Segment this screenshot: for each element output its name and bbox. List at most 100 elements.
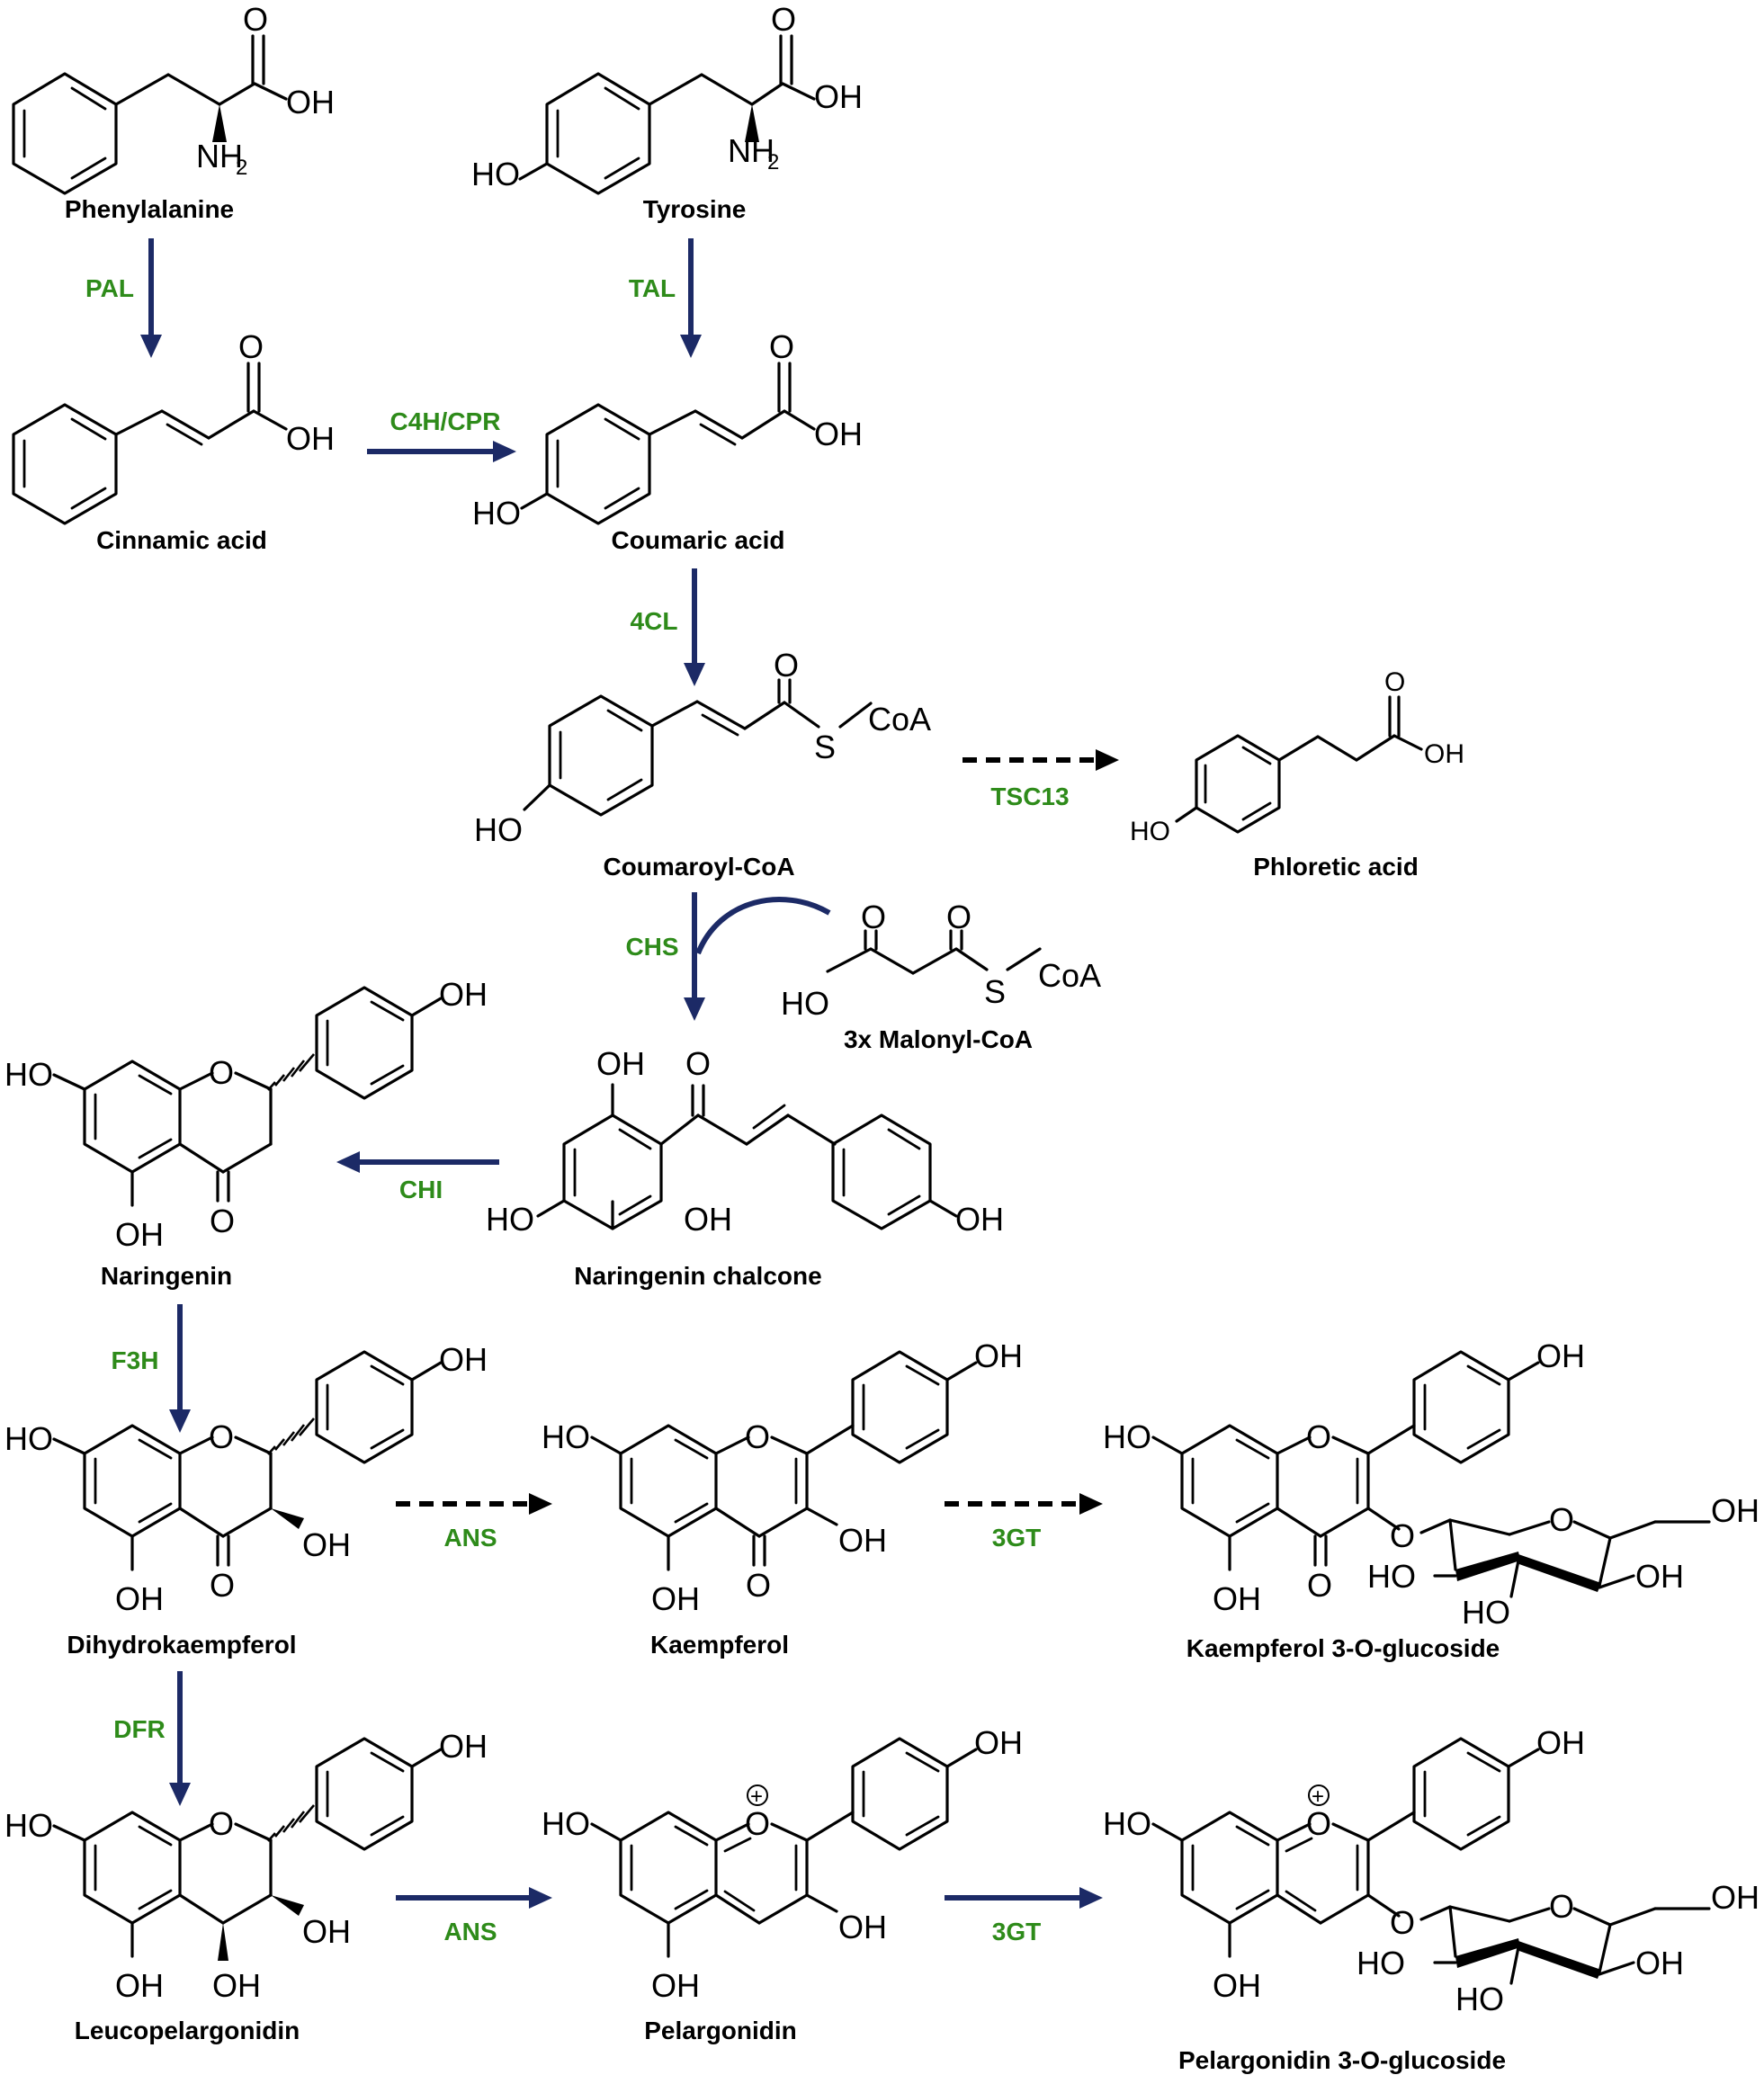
hydroxyl-label: HO (472, 495, 521, 532)
hydroxyl-label: OH (1536, 1724, 1585, 1761)
arrow-ans-dashed (396, 1493, 552, 1515)
enzyme-label-ans: ANS (443, 1918, 497, 1945)
hydroxyl-label: OH (115, 1967, 164, 2004)
hydroxyl-label: OH (1635, 1945, 1684, 1981)
hydroxyl-label: OH (596, 1045, 645, 1082)
hydroxyl-label: OH (955, 1201, 1004, 1238)
positive-charge-icon: + (750, 1784, 763, 1809)
hydroxyl-label: OH (651, 1967, 700, 2004)
ring-oxygen-label: O (745, 1418, 770, 1455)
hydroxyl-label: OH (115, 1216, 164, 1253)
arrow-tal (680, 238, 702, 358)
sulfur-label: S (814, 729, 836, 765)
hydroxyl-label: OH (212, 1967, 261, 2004)
oxygen-label: O (1307, 1567, 1332, 1604)
arrow-3gt (945, 1887, 1103, 1909)
compound-name-naringenin: Naringenin (101, 1262, 232, 1290)
hydroxyl-label: OH (1711, 1879, 1760, 1916)
hydroxyl-label: OH (1711, 1492, 1760, 1529)
hydroxyl-label: OH (974, 1337, 1023, 1374)
enzyme-label-4cl: 4CL (631, 607, 678, 635)
compound-name-leucopelargonidin: Leucopelargonidin (75, 2017, 300, 2044)
hydroxyl-label: OH (838, 1522, 887, 1559)
hydroxyl-label: HO (1462, 1594, 1510, 1631)
arrow-ans (396, 1887, 552, 1909)
enzyme-label-3gt: 3GT (992, 1524, 1041, 1552)
compound-name-cinnamic-acid: Cinnamic acid (96, 526, 267, 554)
hydroxyl-label: OH (439, 1341, 488, 1378)
ring-oxygen-label: O (1549, 1501, 1574, 1538)
cinnamic-acid-structure: O OH (12, 328, 335, 525)
phloretic-acid-structure: O OH HO (1130, 667, 1464, 846)
hydroxyl-label: OH (684, 1201, 732, 1238)
arrow-tsc13 (963, 749, 1119, 771)
oxygen-label: O (771, 1, 796, 38)
hydroxyl-label: HO (1103, 1418, 1151, 1455)
enzyme-label-c4h-cpr: C4H/CPR (390, 407, 501, 435)
compound-name-coumaroyl-coa: Coumaroyl-CoA (603, 853, 794, 881)
oxygen-label: O (769, 328, 794, 365)
coumaric-acid-structure: O OH HO (472, 328, 863, 532)
arrow-chs (684, 892, 831, 1021)
compound-name-naringenin-chalcone: Naringenin chalcone (574, 1262, 821, 1290)
compound-name-phenylalanine: Phenylalanine (65, 195, 234, 223)
hydroxyl-label: OH (838, 1909, 887, 1945)
phenylalanine-structure: O OH NH 2 (12, 1, 335, 195)
amine-label: NH (728, 132, 775, 169)
dihydrokaempferol-structure: O O HO OH OH OH (4, 1341, 488, 1617)
oxygen-label: O (685, 1045, 711, 1082)
ring-oxygen-label: O (209, 1805, 234, 1842)
hydroxyl-label: OH (814, 78, 863, 115)
arrow-dfr (169, 1671, 191, 1806)
hydroxyl-label: OH (439, 1728, 488, 1765)
oxygen-label: O (243, 1, 268, 38)
compound-name-malonyl-coa: 3x Malonyl-CoA (844, 1025, 1033, 1053)
compound-name-coumaric-acid: Coumaric acid (612, 526, 785, 554)
kaempferol-glucoside-structure: O O HO OH O O OH OH HO OH HO (1103, 1337, 1760, 1631)
hydroxyl-label: OH (1424, 739, 1464, 769)
hydroxyl-label: HO (542, 1805, 590, 1842)
enzyme-label-tsc13: TSC13 (990, 783, 1069, 810)
oxygen-label: O (210, 1567, 235, 1604)
arrow-chi (336, 1151, 499, 1173)
enzyme-label-chi: CHI (399, 1176, 443, 1203)
oxonium-label: O (745, 1805, 770, 1842)
enzyme-label-f3h: F3H (112, 1346, 159, 1374)
hydroxyl-label: HO (1367, 1558, 1416, 1595)
amine-label: NH (196, 138, 243, 174)
hydroxyl-label: HO (542, 1418, 590, 1455)
arrow-3gt-dashed (945, 1493, 1103, 1515)
positive-charge-icon: + (1312, 1784, 1324, 1809)
hydroxyl-label: OH (302, 1526, 351, 1563)
hydroxyl-label: OH (302, 1913, 351, 1950)
tyrosine-structure: O OH NH 2 HO (471, 1, 863, 195)
ring-oxygen-label: O (209, 1054, 234, 1091)
ring-oxygen-label: O (1306, 1418, 1331, 1455)
hydroxyl-label: OH (814, 416, 863, 452)
oxygen-label: O (774, 647, 799, 684)
arrow-pal (140, 238, 162, 358)
hydroxyl-label: HO (1455, 1981, 1504, 2017)
coa-label: CoA (868, 701, 931, 738)
hydroxyl-label: HO (471, 156, 520, 192)
hydroxyl-label: HO (1103, 1805, 1151, 1842)
amine-subscript: 2 (236, 156, 247, 180)
coa-label: CoA (1038, 957, 1101, 994)
sulfur-label: S (984, 973, 1006, 1010)
arrow-c4h (367, 441, 516, 462)
oxygen-label: O (238, 328, 264, 365)
arrow-f3h (169, 1304, 191, 1433)
amine-subscript: 2 (767, 150, 779, 174)
ring-oxygen-label: O (209, 1418, 234, 1455)
oxygen-label: O (746, 1567, 771, 1604)
naringenin-chalcone-structure: OH O HO OH OH (486, 1045, 1004, 1238)
hydroxyl-label: OH (1536, 1337, 1585, 1374)
leucopelargonidin-structure: O HO OH OH OH OH (4, 1728, 488, 2004)
glycosidic-oxygen-label: O (1390, 1517, 1415, 1554)
malonyl-coa-structure: O O HO S CoA (781, 899, 1101, 1022)
enzyme-label-ans: ANS (443, 1524, 497, 1552)
hydroxyl-label: HO (4, 1056, 53, 1093)
oxygen-label: O (861, 899, 886, 935)
oxygen-label: O (210, 1203, 235, 1239)
glycosidic-oxygen-label: O (1390, 1904, 1415, 1941)
